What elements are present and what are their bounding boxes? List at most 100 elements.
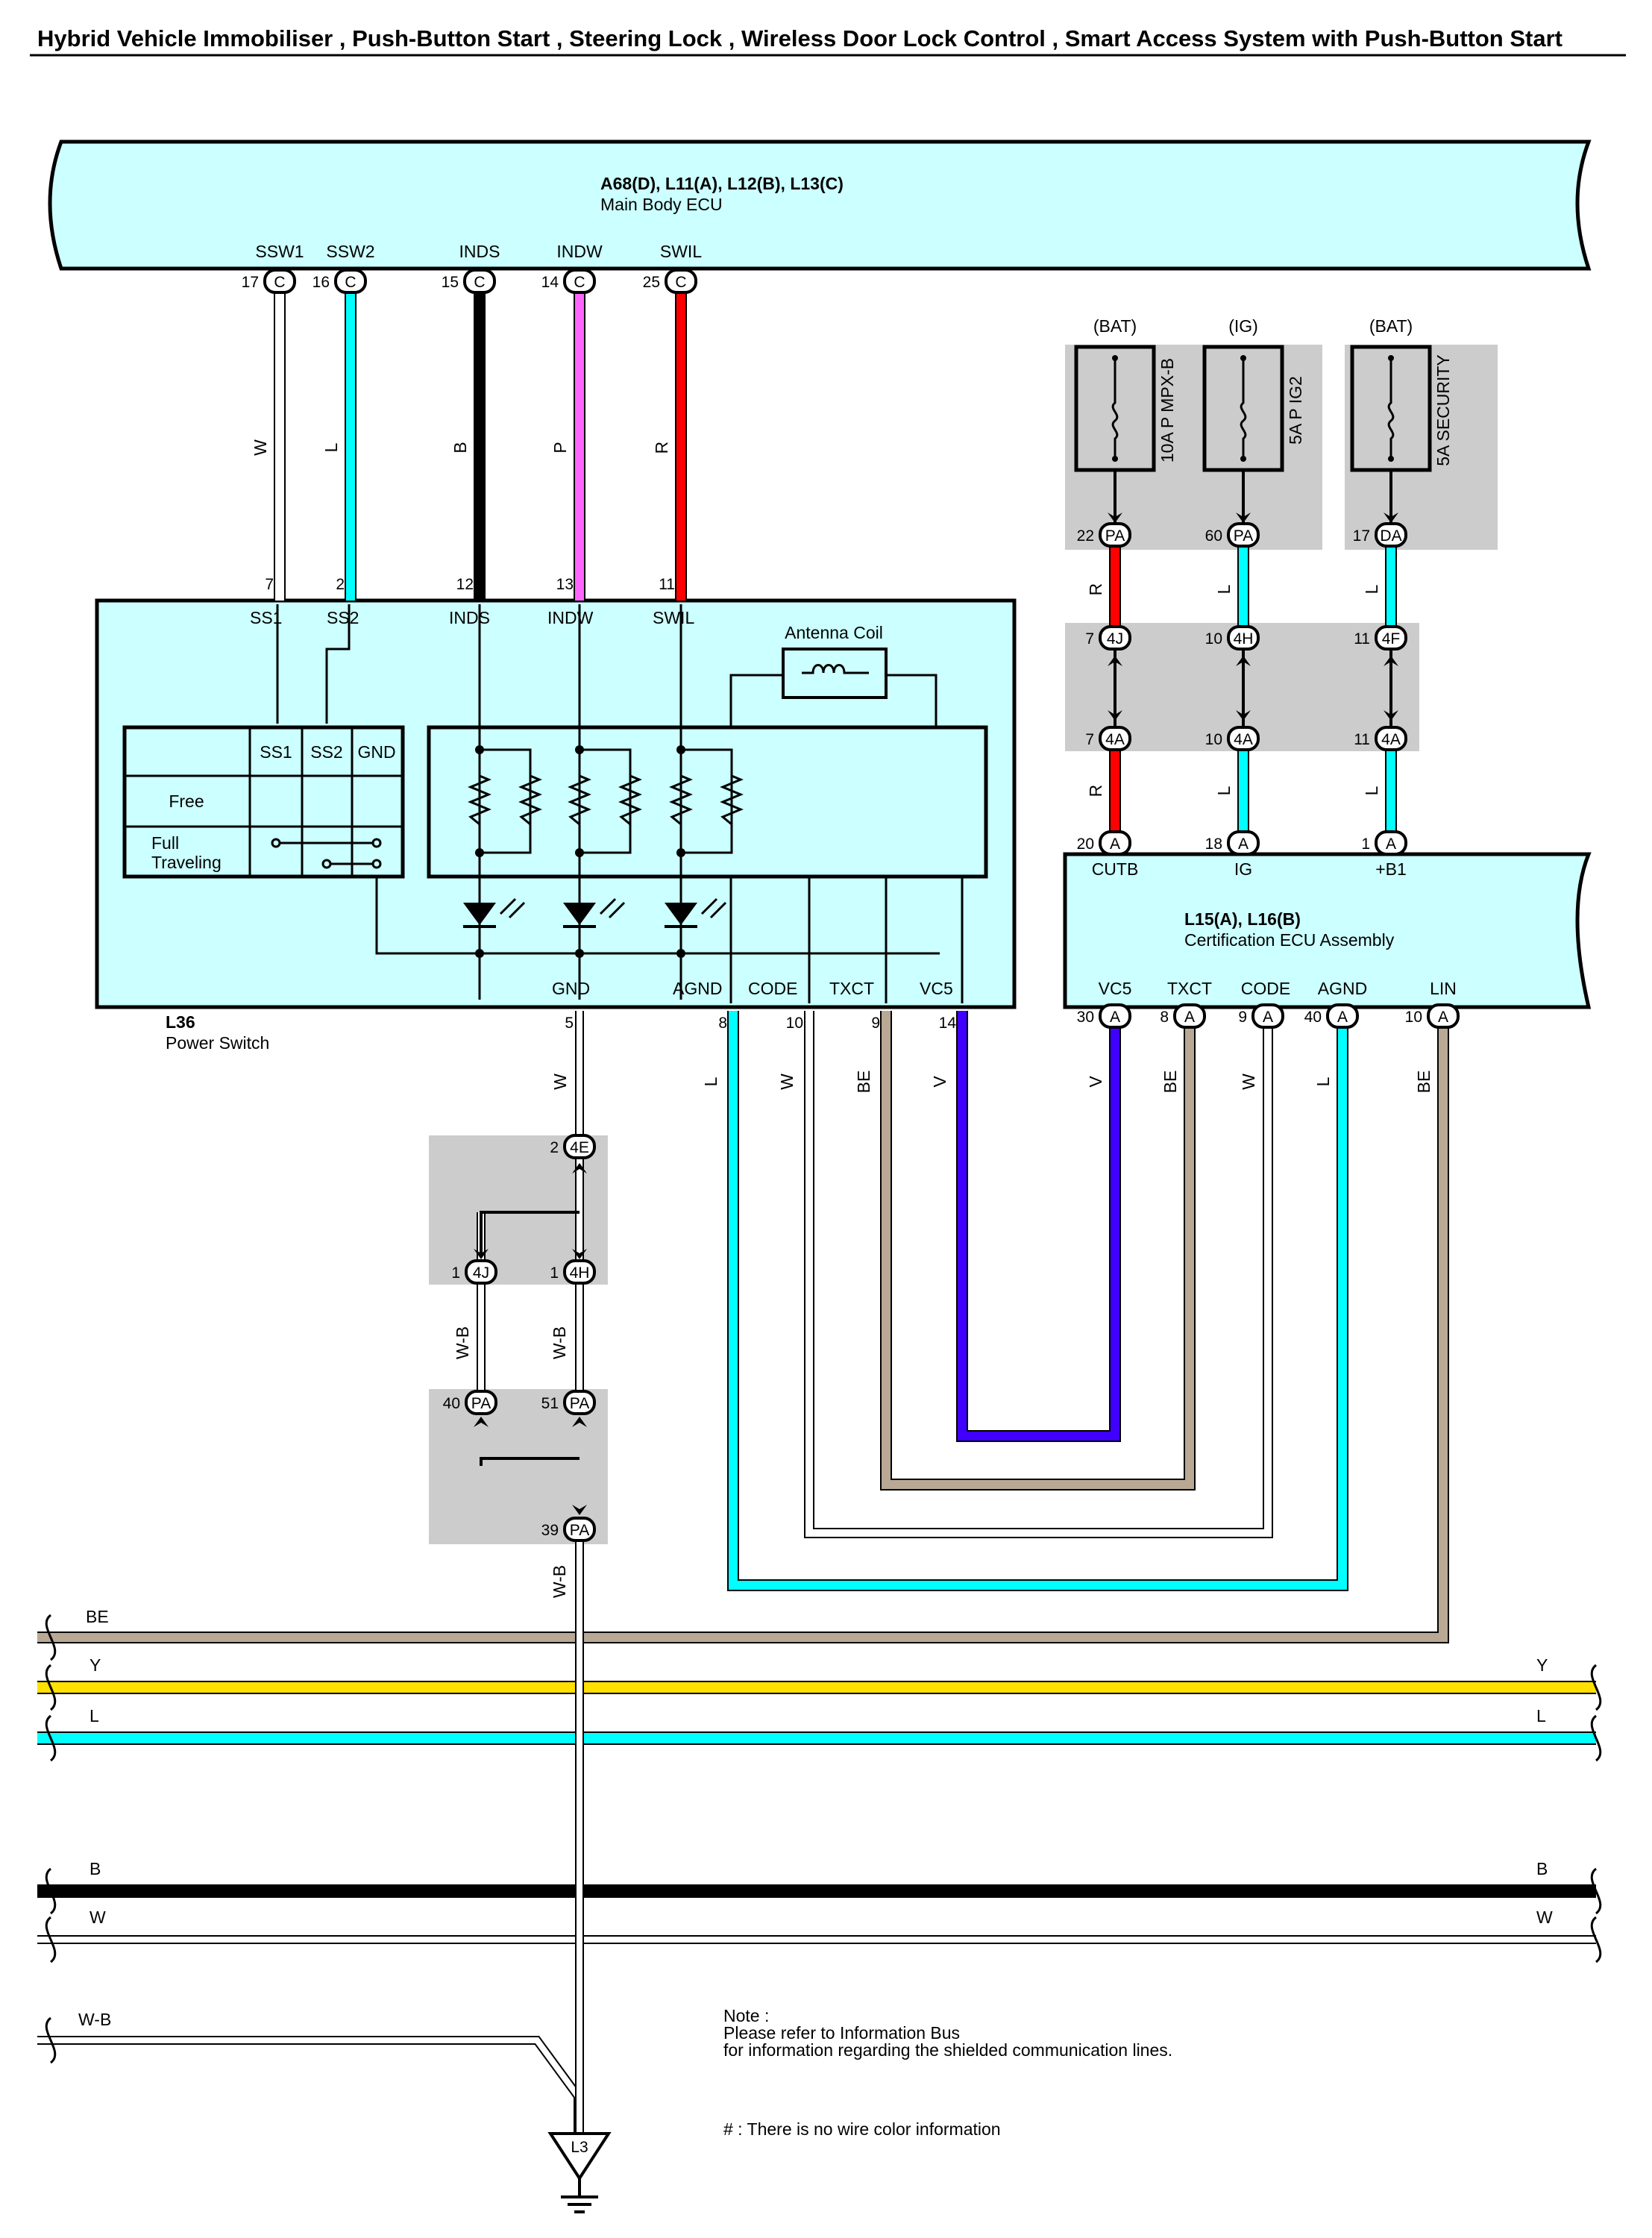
mbe-wire-color-inds: B [450, 442, 470, 453]
cert-bottom-connector-agnd-conn: A [1337, 1009, 1348, 1026]
bus-label-left-b: B [89, 1859, 101, 1878]
fuse-connector-0-num: 22 [1077, 527, 1094, 545]
fuse-rating-1: 5A P IG2 [1286, 376, 1305, 445]
ps-pin-num-inds: 12 [456, 576, 474, 593]
fuse-connector-2-conn: DA [1380, 527, 1401, 545]
ps-bottom-num-gnd: 5 [565, 1015, 574, 1032]
junction-pa39-conn: PA [570, 1522, 589, 1539]
junction-lower-0: 4A7 [1085, 726, 1131, 751]
arrow-4e [572, 1163, 587, 1173]
junction-lower-2: 4A 11 [1354, 726, 1407, 751]
wire-lin [37, 1022, 1449, 1643]
junction-arrow-down-2 [1384, 710, 1398, 721]
bus-break-left-2 [45, 1867, 57, 1915]
cert-bottom-connector-txct-num: 8 [1160, 1009, 1169, 1026]
wires [37, 292, 1596, 2134]
mbe-wire-color-ssw1: W [251, 439, 270, 456]
junction-pa39-num: 39 [541, 1522, 559, 1539]
note-heading: Note : [723, 2006, 769, 2025]
cert-bottom-connector-agnd-num: 40 [1304, 1009, 1322, 1026]
ps-wire-color-vc5: V [930, 1076, 949, 1088]
junction-lower-0-conn: 4A [1105, 731, 1125, 748]
cert-wire-color-lin: BE [1414, 1071, 1433, 1094]
cert-bottom-label-txct: TXCT [1167, 979, 1212, 998]
fuse-connector-1-conn: PA [1234, 527, 1253, 545]
bus-label-left-w: W [89, 1908, 106, 1927]
junction-upper-1-num: 10 [1205, 630, 1222, 648]
junction-lower-1-num: 10 [1205, 731, 1222, 748]
antenna-coil-label: Antenna Coil [785, 623, 883, 642]
ps-bottom-num-agnd: 8 [718, 1015, 727, 1032]
mbe-wire-color-swil: R [652, 442, 671, 454]
mbe-connector-ssw1: C17 [242, 269, 296, 294]
ps-table-row-free: Free [169, 792, 204, 811]
fuse-connector-1-num: 60 [1205, 527, 1222, 545]
power-switch-name: Power Switch [166, 1033, 269, 1053]
cert-top-connector-0-num: 20 [1077, 836, 1094, 853]
cert-bottom-connector-vc5-num: 30 [1077, 1009, 1094, 1026]
mbe-connector-inds-num: 15 [442, 274, 459, 291]
ps-table-header-0: SS1 [260, 742, 292, 762]
ps-indicator-0 [463, 604, 542, 1000]
main-body-ecu-code: A68(D), L11(A), L12(B), L13(C) [600, 174, 844, 193]
mbe-connector-indw-num: 14 [541, 274, 559, 291]
bus-label-right-l: L [1536, 1706, 1546, 1725]
fuse-source-2: (BAT) [1369, 316, 1413, 336]
junction-4j: 4J1 [451, 1259, 497, 1285]
ps-bottom-num-code: 10 [786, 1015, 803, 1032]
wire-vc5 [956, 1011, 1121, 1442]
ps-wire-color-txct: BE [854, 1071, 873, 1094]
ps-bottom-label-vc5: VC5 [920, 979, 953, 998]
cert-top-connector-2-conn: A [1386, 836, 1396, 853]
mbe-connector-ssw1-conn: C [274, 274, 285, 291]
fuse-1: (IG)5A P IG2 [1202, 316, 1305, 472]
junction-upper-0-conn: 4J [1107, 630, 1123, 648]
ps-bottom-label-code: CODE [748, 979, 797, 998]
bus-break-right-3 [1590, 1916, 1602, 1963]
cert-bottom-label-agnd: AGND [1318, 979, 1367, 998]
junction-4e: 4E2 [550, 1134, 596, 1159]
ps-pin-num-swil: 11 [659, 576, 675, 593]
mbe-connector-swil: C25 [643, 269, 697, 294]
fuse-rating-0: 10A P MPX-B [1158, 358, 1177, 463]
mbe-pin-label-inds: INDS [459, 242, 500, 261]
cert-top-connector-2: A1 [1361, 830, 1407, 856]
bus-break-left-1 [45, 1714, 57, 1762]
junction-upper-0-num: 7 [1085, 630, 1094, 648]
fuse-wire-color-lower-0: R [1086, 785, 1105, 797]
junction-4e-num: 2 [550, 1139, 559, 1156]
mbe-wire-color-indw: P [550, 442, 570, 453]
fuse-wire-color-lower-2: L [1362, 786, 1381, 795]
mbe-connector-indw: C14 [541, 269, 596, 294]
junction-4j-num: 1 [451, 1264, 460, 1282]
mbe-pin-label-indw: INDW [556, 242, 603, 261]
mbe-connector-ssw2: C16 [313, 269, 367, 294]
cert-top-connector-0: A20 [1077, 830, 1131, 856]
cert-bottom-connector-code-num: 9 [1238, 1009, 1247, 1026]
mbe-pin-label-swil: SWIL [660, 242, 702, 261]
fuse-source-0: (BAT) [1093, 316, 1137, 336]
cert-bottom-connector-txct: A8 [1160, 1003, 1206, 1029]
junction-lower-2-num: 11 [1354, 731, 1370, 748]
cert-top-label-2: +B1 [1375, 859, 1407, 879]
fuse-wire-color-upper-0: R [1086, 583, 1105, 596]
cert-bottom-label-lin: LIN [1430, 979, 1457, 998]
mbe-connector-inds-conn: C [474, 274, 485, 291]
arrow-pa51 [572, 1417, 587, 1427]
cert-ecu-code: L15(A), L16(B) [1184, 909, 1301, 929]
cert-bottom-connector-vc5: A30 [1077, 1003, 1131, 1029]
ps-indicator-2 [665, 604, 744, 1000]
cert-bottom-connector-lin-conn: A [1438, 1009, 1448, 1026]
arrow-4h [572, 1249, 587, 1259]
junction-lower-2-conn: 4A [1381, 731, 1401, 748]
ps-wire-color-agnd: L [701, 1076, 720, 1086]
bus-break-left-0 [45, 1664, 57, 1711]
main-body-ecu [48, 140, 1592, 271]
bus-label-right-y: Y [1536, 1655, 1548, 1675]
